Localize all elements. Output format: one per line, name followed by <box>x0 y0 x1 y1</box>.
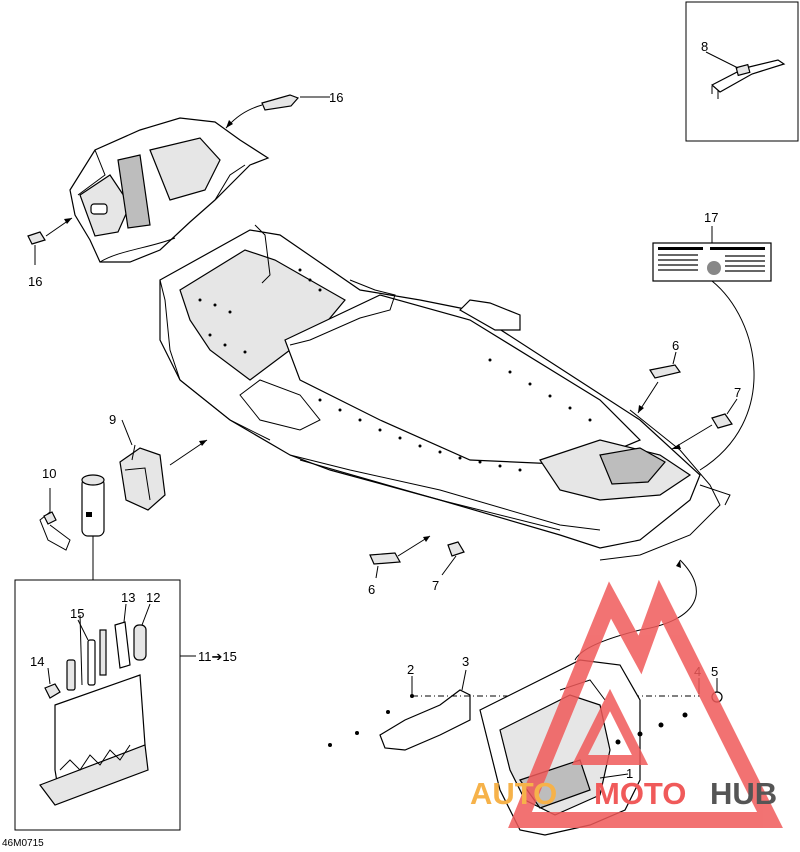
callout-3: 3 <box>462 654 469 669</box>
module-part-9 <box>119 419 208 511</box>
callout-16-top: 16 <box>329 90 343 105</box>
clip-part-7-right <box>671 398 738 450</box>
watermark-text-moto: MOTO <box>594 776 686 811</box>
plug-part-16-left <box>27 217 73 265</box>
plug-part-6-bottom <box>369 535 431 579</box>
watermark-text-auto: AUTO <box>470 776 557 811</box>
callout-7-right: 7 <box>734 385 741 400</box>
frame-holes <box>198 268 592 472</box>
callout-1: 1 <box>626 766 633 781</box>
callout-6-right: 6 <box>672 338 679 353</box>
callout-17: 17 <box>704 210 718 225</box>
tool-part-12 <box>133 603 151 661</box>
callout-11-15: 11➔15 <box>198 649 237 664</box>
callout-16-left: 16 <box>28 274 42 289</box>
callout-9: 9 <box>109 412 116 427</box>
callout-10: 10 <box>42 466 56 481</box>
warning-label-part-17 <box>652 226 772 471</box>
bracket-part-3 <box>379 669 471 751</box>
callout-5: 5 <box>711 664 718 679</box>
tool-part-13 <box>114 603 131 669</box>
bracket-part-8 <box>705 51 786 99</box>
plug-part-16-top <box>225 94 330 129</box>
chassis-frame <box>159 224 731 561</box>
upper-body-panel <box>69 117 270 263</box>
callout-14: 14 <box>30 654 44 669</box>
tool-part-15 <box>66 614 107 691</box>
callout-8: 8 <box>701 39 708 54</box>
clip-part-7-bottom <box>441 541 465 576</box>
callout-6-bottom: 6 <box>368 582 375 597</box>
callout-2: 2 <box>407 662 414 677</box>
callout-12: 12 <box>146 590 160 605</box>
tool-tube <box>81 474 105 580</box>
callout-7-bottom: 7 <box>432 578 439 593</box>
watermark-logo <box>508 579 783 828</box>
callout-15: 15 <box>70 606 84 621</box>
callout-13: 13 <box>121 590 135 605</box>
plug-part-6-right <box>637 351 682 414</box>
document-code: 46M0715 <box>2 838 44 849</box>
toolkit-bag <box>39 674 149 806</box>
strap-part-10 <box>39 488 71 551</box>
tool-part-14 <box>44 667 61 699</box>
watermark-text-hub: HUB <box>710 776 777 811</box>
